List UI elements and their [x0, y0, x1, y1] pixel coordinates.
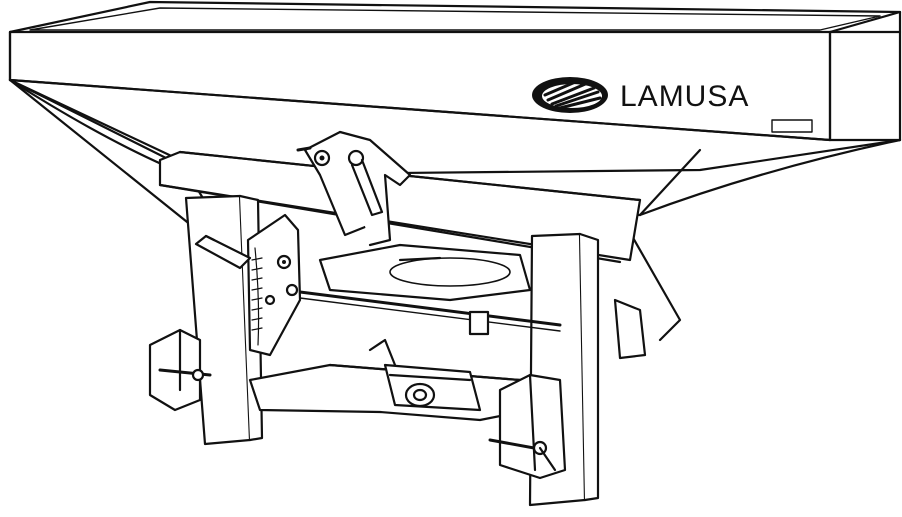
hopper-body: [8, 78, 902, 342]
rate-dial-plate: [246, 213, 302, 357]
hopper-rim: [8, 0, 902, 142]
brand-wordmark: LAMUSA: [620, 80, 749, 113]
spinner-assembly: [318, 243, 532, 302]
sunburst-oval-logo-icon: [532, 77, 608, 113]
brand-logo: [532, 77, 608, 113]
gearbox-housing: [368, 338, 482, 412]
control-shaft: [298, 290, 562, 336]
adjustment-lever: [194, 234, 252, 270]
top-hitch-bracket: [296, 130, 412, 247]
left-hitch-bracket: [148, 328, 212, 412]
right-hitch-bracket: [488, 373, 567, 480]
right-hopper-skirt: [613, 298, 647, 360]
